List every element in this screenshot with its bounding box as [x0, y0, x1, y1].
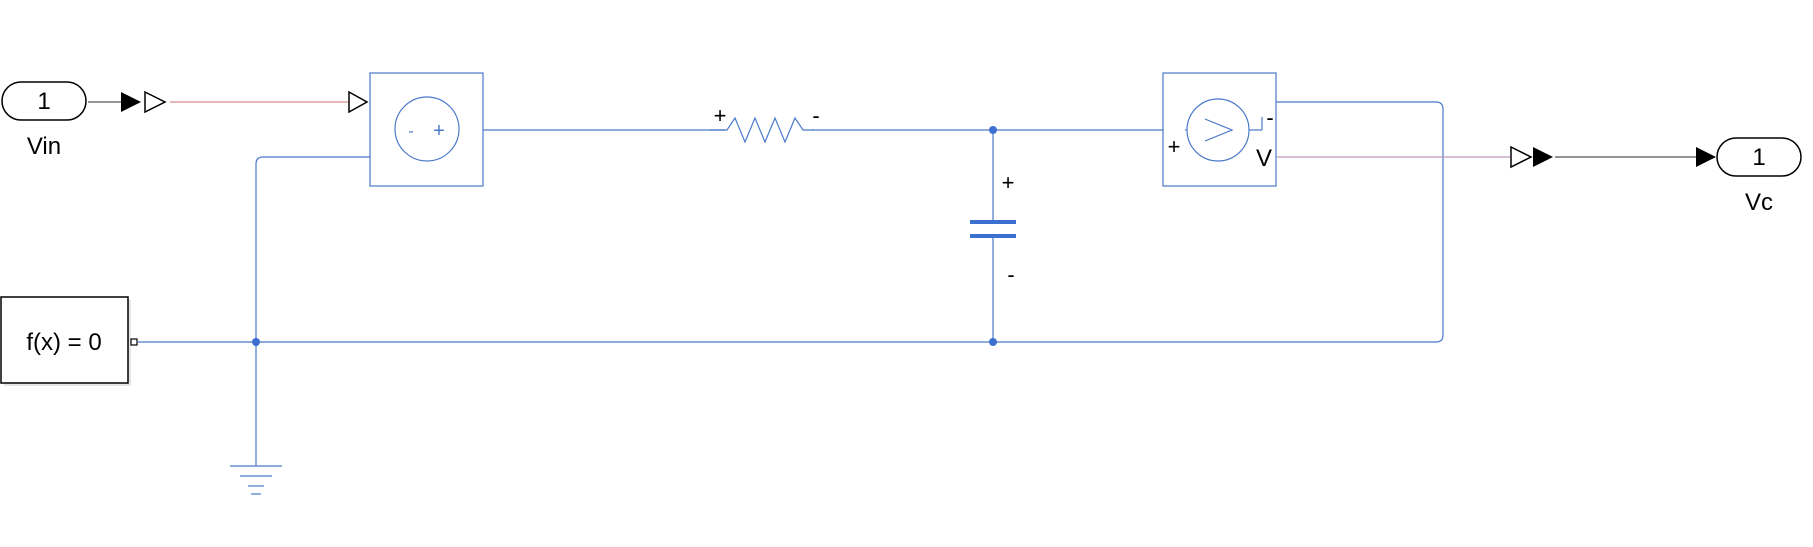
source-input-arrow-icon: [348, 90, 369, 114]
inport-number: 1: [37, 88, 50, 115]
junction-node-ground: [252, 338, 260, 346]
ps-simulink-converter-output[interactable]: [1510, 145, 1553, 169]
sensor-output-label: V: [1256, 145, 1272, 172]
outport-number: 1: [1752, 144, 1765, 171]
junction-node-top: [989, 126, 997, 134]
sensor-minus-label: -: [1266, 105, 1273, 130]
solver-configuration-block[interactable]: f(x) = 0: [0, 296, 138, 386]
outport-block-vc[interactable]: 1: [1716, 137, 1802, 177]
junction-node-bottom: [989, 338, 997, 346]
resistor-minus-label: -: [812, 103, 819, 128]
source-minus-sign: -: [408, 123, 413, 140]
inport-block-vin[interactable]: 1: [1, 81, 87, 121]
source-plus-sign: +: [433, 120, 445, 142]
voltage-sensor-block[interactable]: [1162, 72, 1277, 187]
sensor-plus-label: +: [1168, 134, 1181, 159]
solver-label: f(x) = 0: [26, 329, 101, 356]
capacitor-minus-label: -: [1007, 262, 1014, 287]
voltmeter-needle-icon: [1204, 118, 1234, 142]
capacitor-plus-label: +: [1002, 170, 1015, 195]
capacitor-block[interactable]: [970, 220, 1016, 238]
controlled-voltage-source-block[interactable]: - +: [369, 72, 484, 187]
resistor-block[interactable]: [710, 116, 814, 144]
inport-label: Vin: [27, 133, 61, 160]
electrical-ground-block[interactable]: [230, 465, 282, 495]
outport-input-arrow-icon: [1696, 147, 1716, 167]
solver-port-icon: [130, 338, 138, 346]
wire-source-to-ground-node[interactable]: [255, 156, 372, 342]
simulink-ps-converter-input[interactable]: [121, 90, 167, 114]
resistor-plus-label: +: [714, 103, 727, 128]
wire-sensor-minus-return[interactable]: [1250, 101, 1444, 343]
outport-label: Vc: [1745, 189, 1773, 216]
